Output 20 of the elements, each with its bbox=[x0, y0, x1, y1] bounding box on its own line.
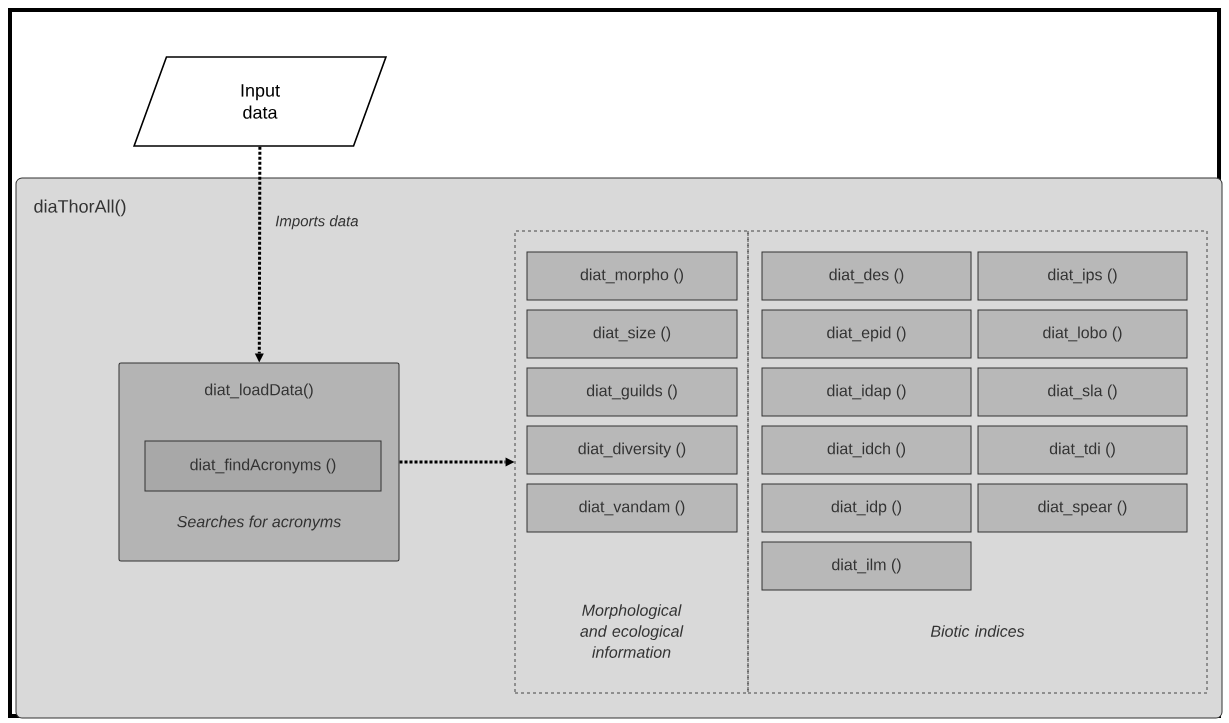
function-box: diat_epid () bbox=[761, 309, 972, 359]
function-box: diat_ilm () bbox=[761, 541, 972, 591]
function-box: diat_ips () bbox=[977, 251, 1188, 301]
function-box: diat_spear () bbox=[977, 483, 1188, 533]
arrow bbox=[399, 457, 515, 467]
function-box: diat_morpho () bbox=[526, 251, 738, 301]
function-box: diat_size () bbox=[526, 309, 738, 359]
function-box: diat_idch () bbox=[761, 425, 972, 475]
function-box: diat_idp () bbox=[761, 483, 972, 533]
function-box: diat_guilds () bbox=[526, 367, 738, 417]
function-box: diat_des () bbox=[761, 251, 972, 301]
function-box: diat_vandam () bbox=[526, 483, 738, 533]
edge-label: Imports data bbox=[275, 215, 359, 230]
function-box: diat_sla () bbox=[977, 367, 1188, 417]
function-box: diat_findAcronyms () bbox=[144, 440, 382, 492]
function-box: diat_lobo () bbox=[977, 309, 1188, 359]
arrow bbox=[254, 146, 264, 363]
function-box: diat_tdi () bbox=[977, 425, 1188, 475]
function-box: diat_idap () bbox=[761, 367, 972, 417]
function-box: diat_diversity () bbox=[526, 425, 738, 475]
